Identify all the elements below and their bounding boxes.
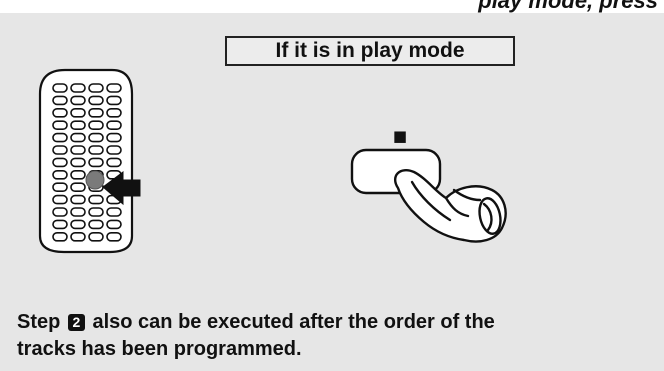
mode-label: If it is in play mode [275,39,465,62]
remote-button [106,132,122,143]
remote-button [52,108,68,118]
remote-button [106,83,122,93]
remote-button [88,120,104,130]
remote-button [88,207,104,217]
remote-button [70,95,86,106]
remote-button [88,194,104,205]
header-fragment: play mode, press [478,0,658,13]
remote-button [70,170,86,180]
remote-button [106,232,122,242]
note-text: Step 2 also can be executed after the or… [17,309,657,363]
remote-button [70,145,86,155]
stop-symbol: ■ [393,127,407,145]
step-number-badge: 2 [67,314,85,331]
mode-label-box: If it is in play mode [225,36,515,66]
remote-button [52,95,68,106]
remote-button [106,108,122,118]
remote-button [106,219,122,230]
remote-button [70,232,86,242]
note-prefix: Step [17,311,61,333]
remote-button [52,120,68,130]
remote-button [88,132,104,143]
remote-button [70,120,86,130]
remote-button [52,232,68,242]
remote-button [70,182,86,192]
remote-button [52,219,68,230]
remote-button [106,157,122,168]
remote-button [52,83,68,93]
remote-button [106,95,122,106]
remote-button [88,83,104,93]
remote-button [88,145,104,155]
remote-control-icon [38,68,134,254]
remote-button [88,108,104,118]
remote-button [88,95,104,106]
remote-button [88,232,104,242]
note-line1: also can be executed after the order of … [92,311,495,333]
remote-button [52,194,68,205]
remote-button [70,108,86,118]
remote-button [70,83,86,93]
remote-button [106,145,122,155]
remote-button [70,132,86,143]
remote-button [70,207,86,217]
remote-button [52,170,68,180]
press-arrow-icon [102,171,141,206]
remote-button [52,207,68,217]
remote-button [88,219,104,230]
remote-button [88,157,104,168]
note-line2: tracks has been programmed. [17,338,302,360]
remote-button [70,219,86,230]
remote-button [52,132,68,143]
remote-button [52,145,68,155]
remote-button [70,194,86,205]
remote-button [70,157,86,168]
remote-button [52,182,68,192]
remote-button [106,207,122,217]
top-strip: play mode, press [0,0,664,13]
remote-button [52,157,68,168]
pressing-finger-icon [393,169,507,243]
remote-button [106,120,122,130]
highlighted-button [85,170,105,190]
